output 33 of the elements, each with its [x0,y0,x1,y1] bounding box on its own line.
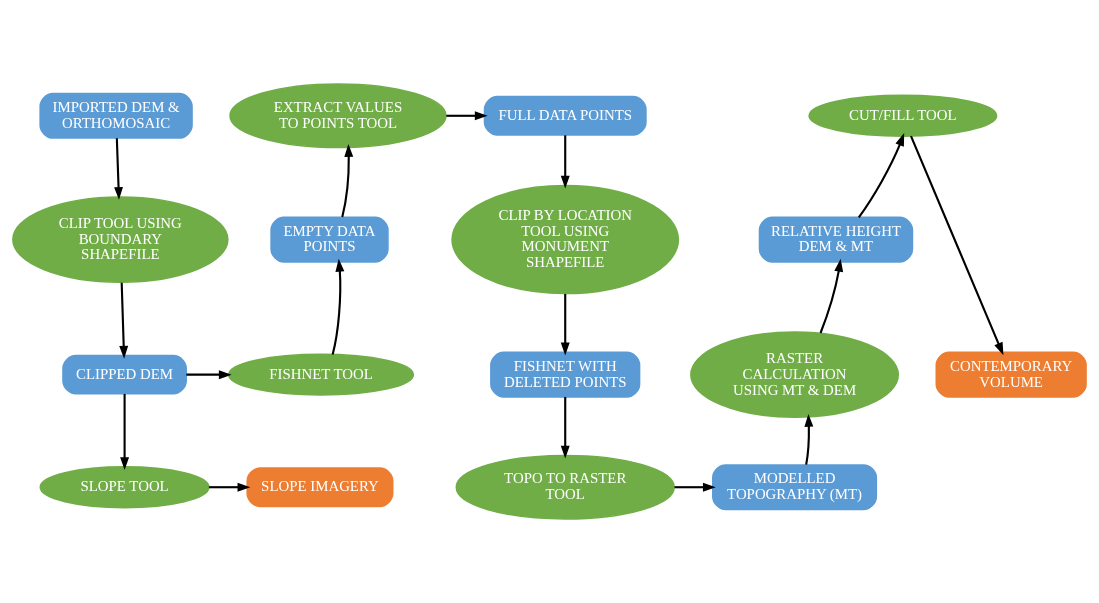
arrow [857,133,905,218]
node-box: FULL DATA POINTS [483,95,647,136]
arrow [804,413,814,465]
node-ellipse: EXTRACT VALUES TO POINTS TOOL [229,83,447,149]
arrow [446,111,488,121]
node-ellipse: CLIP TOOL USING BOUNDARY SHAPEFILE [12,196,229,283]
node-box: RELATIVE HEIGHT DEM & MT [758,216,914,263]
arrow [331,258,345,355]
node-ellipse: TOPO TO RASTER TOOL [455,454,675,520]
node-ellipse: CLIP BY LOCATION TOOL USING MONUMENT SHAPEFILE [451,184,680,295]
node-ellipse: SLOPE TOOL [39,466,210,509]
node-box: FISHNET WITH DELETED POINTS [490,351,641,398]
node-box: SLOPE IMAGERY [246,467,394,508]
arrow [186,370,232,380]
arrow [674,482,716,492]
arrow [208,482,251,492]
node-box: CLIPPED DEM [62,354,187,395]
node-box: MODELLED TOPOGRAPHY (MT) [712,464,878,511]
node-ellipse: CUT/FILL TOOL [808,94,998,137]
arrow [341,144,354,218]
arrow [560,293,570,356]
arrow [120,393,130,470]
node-ellipse: FISHNET TOOL [227,353,415,396]
arrow [560,397,570,459]
node-ellipse: RASTER CALCULATION USING MT & DEM [690,331,900,419]
arrow [910,135,1004,356]
node-box: IMPORTED DEM & ORTHOMOSAIC [39,92,193,139]
node-box: CONTEMPORARY VOLUME [935,351,1087,398]
node-box: EMPTY DATA POINTS [270,216,389,263]
arrow [119,282,129,359]
arrow [819,258,844,334]
arrow [114,138,123,200]
arrow [560,135,570,189]
